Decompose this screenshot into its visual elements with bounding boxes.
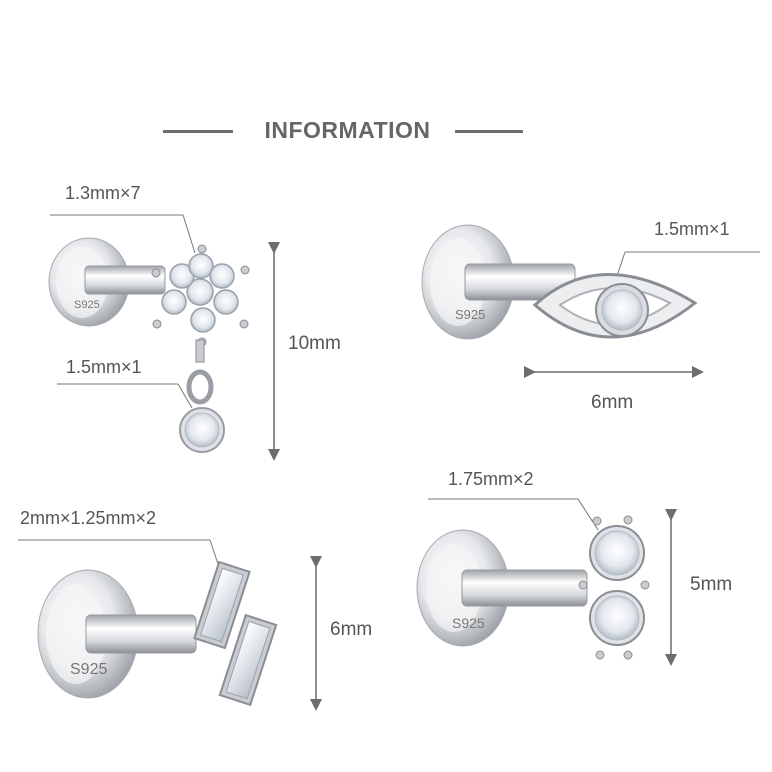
spec-label-baguette: 2mm×1.25mm×2 [20, 508, 157, 528]
header-rule-right [455, 130, 523, 133]
spec-label-round: 1.75mm×2 [448, 469, 534, 489]
spec-label-eye: 1.5mm×1 [654, 219, 730, 239]
dimension-flower: 10mm [288, 333, 341, 354]
stamp-2: S925 [455, 307, 486, 322]
header-rule-left [163, 130, 233, 133]
double-stone-earring [416, 498, 677, 666]
baguette-earring [18, 539, 322, 711]
stamp-1: S925 [74, 299, 100, 311]
spec-label-drop: 1.5mm×1 [66, 357, 142, 377]
stamp-4: S925 [452, 615, 485, 631]
stamp-3: S925 [70, 661, 108, 678]
flower-earring [48, 214, 280, 461]
dimension-eye: 6mm [591, 392, 634, 413]
dimension-baguette: 6mm [330, 619, 373, 640]
page-title: INFORMATION [264, 117, 431, 143]
spec-label-flower: 1.3mm×7 [65, 183, 141, 203]
evil-eye-earring [421, 224, 760, 378]
dimension-round: 5mm [690, 574, 733, 595]
